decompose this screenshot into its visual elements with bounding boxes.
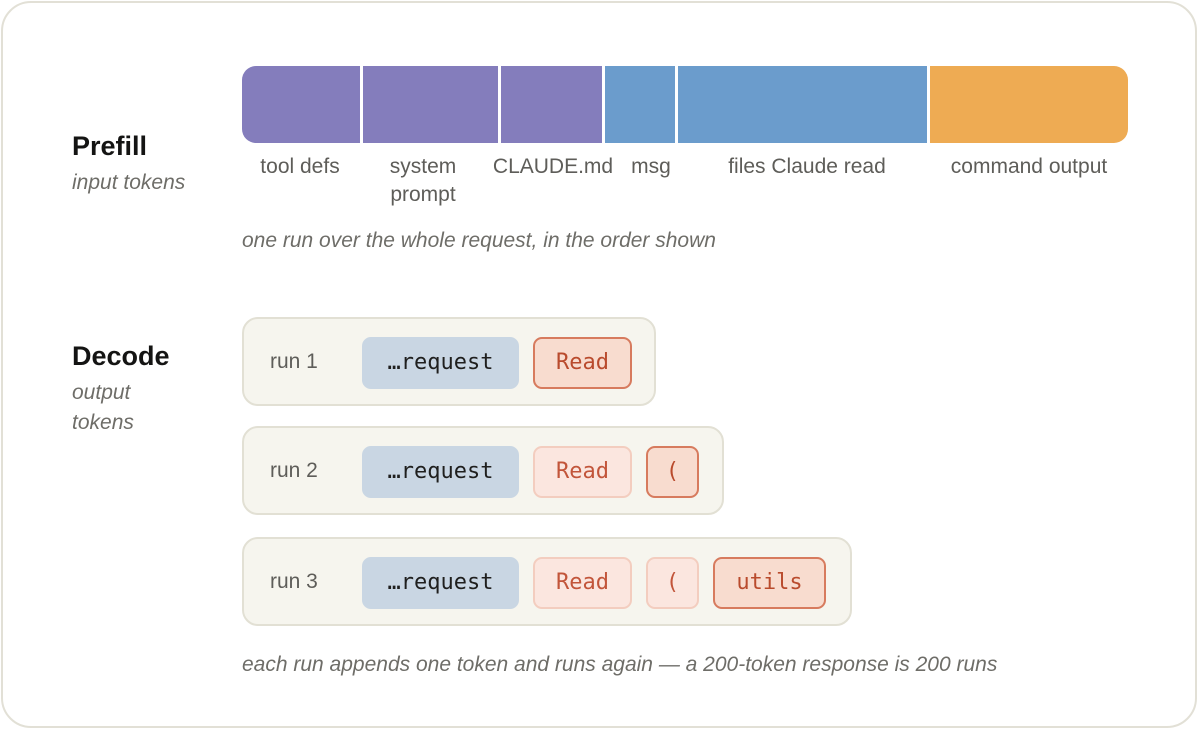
- segment-label: files Claude read: [728, 155, 886, 178]
- segment-system-prompt: [360, 66, 498, 143]
- segment-claude-md: [498, 66, 602, 143]
- decode-note: each run appends one token and runs agai…: [242, 653, 998, 676]
- decode-title: Decode: [72, 341, 170, 371]
- segment-label: tool defs: [260, 155, 340, 178]
- segment-label: system prompt: [389, 155, 457, 206]
- decode-run-1: run 1 …request Read: [242, 317, 656, 406]
- new-token-chip: Read: [533, 337, 632, 389]
- run-label: run 3: [270, 570, 318, 593]
- new-token-chip: utils: [713, 557, 826, 609]
- prefill-token-bar: [242, 66, 1128, 143]
- new-token-chip: (: [646, 446, 699, 498]
- prefill-subtitle: input tokens: [72, 171, 186, 194]
- decode-run-3: run 3 …request Read ( utils: [242, 537, 852, 626]
- segment-msg: [602, 66, 675, 143]
- segment-tool-defs: [242, 66, 360, 143]
- request-token-chip: …request: [362, 557, 519, 609]
- segment-label: CLAUDE.md: [492, 155, 614, 178]
- run-label: run 1: [270, 350, 318, 373]
- segment-files-claude-read: [675, 66, 927, 143]
- segment-label: msg: [631, 155, 671, 178]
- request-token-chip: …request: [362, 446, 519, 498]
- decode-subtitle: output tokens: [72, 381, 134, 434]
- run-label: run 2: [270, 459, 318, 482]
- segment-label: command output: [950, 155, 1108, 178]
- decode-run-2: run 2 …request Read (: [242, 426, 724, 515]
- token-chip: Read: [533, 446, 632, 498]
- segment-command-output: [927, 66, 1128, 143]
- token-chip: (: [646, 557, 699, 609]
- prefill-title: Prefill: [72, 131, 148, 161]
- prefill-note: one run over the whole request, in the o…: [242, 229, 716, 252]
- token-chip: Read: [533, 557, 632, 609]
- request-token-chip: …request: [362, 337, 519, 389]
